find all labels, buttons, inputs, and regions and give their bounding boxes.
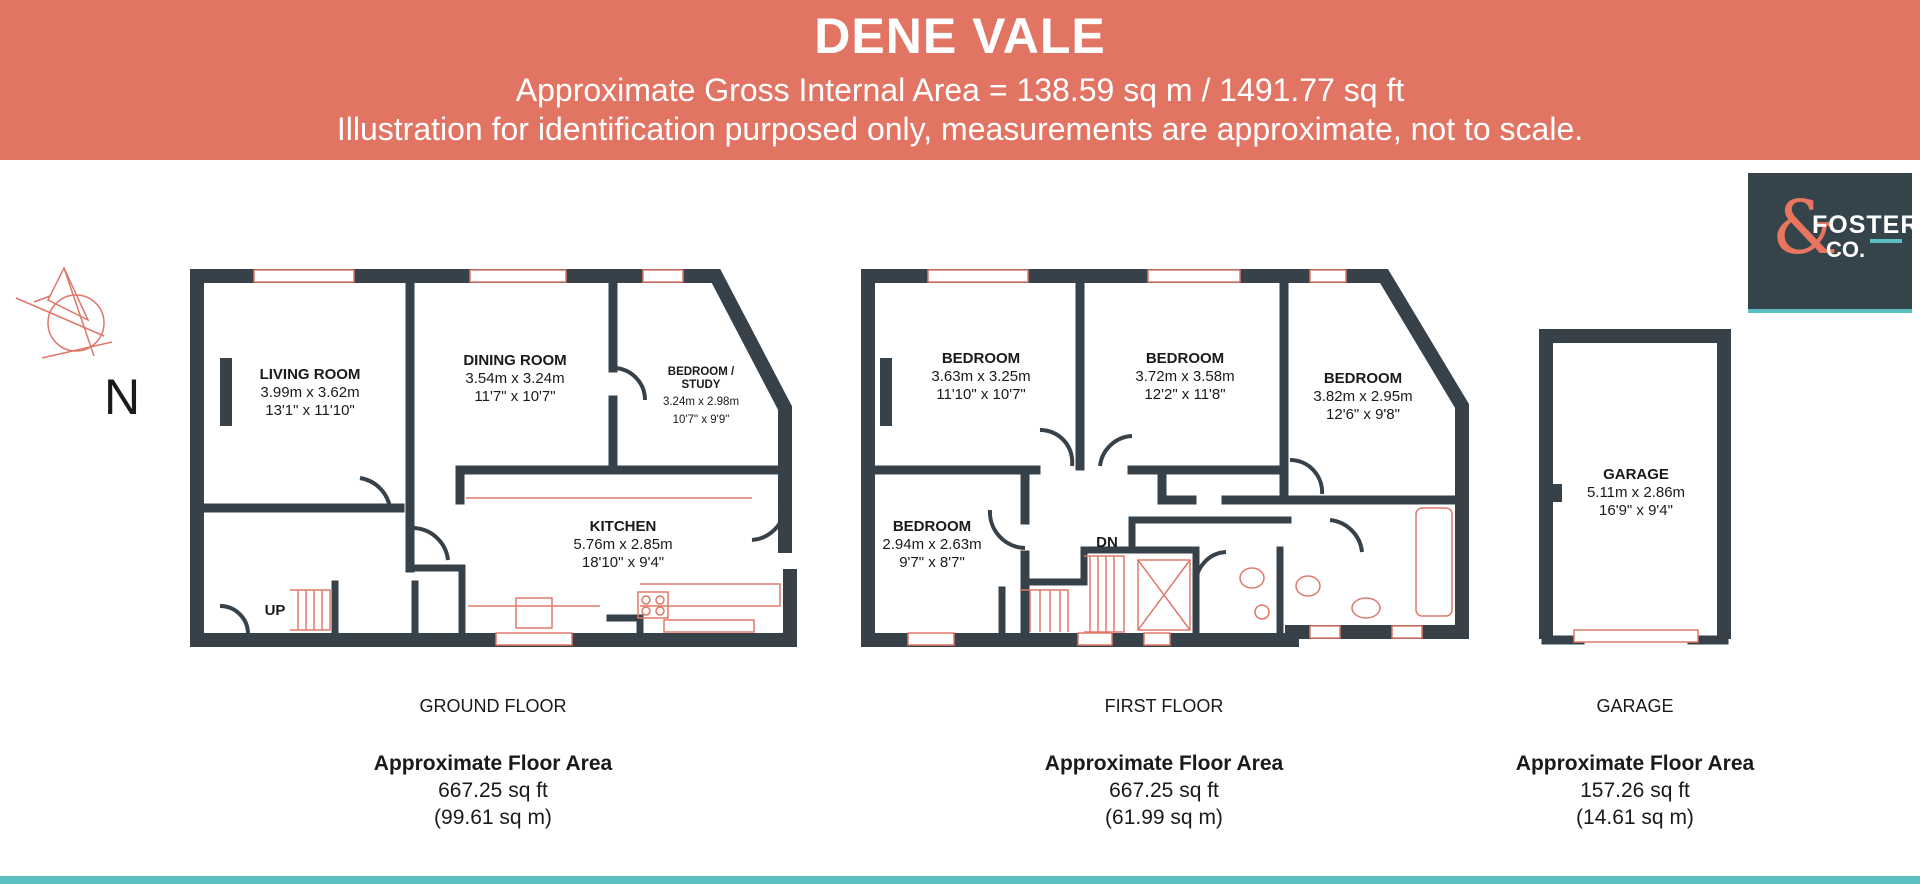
room-metric: 3.82m x 2.95m: [1313, 388, 1413, 405]
room-name: BEDROOM: [892, 518, 972, 535]
garage-plan: [1539, 329, 1731, 645]
room-name: BEDROOM: [941, 350, 1021, 367]
ampersand-icon: &: [1772, 185, 1838, 271]
room-bedroom-1: BEDROOM 3.63m x 3.25m 11'10" x 10'7": [906, 350, 1056, 404]
room-name: LIVING ROOM: [259, 366, 361, 383]
footer-accent-bar: [0, 876, 1920, 884]
room-imperial: 10'7" x 9'9": [672, 414, 730, 426]
foster-co-logo: & FOSTER CO.: [1748, 173, 1918, 313]
area-sqft: 157.26 sq ft: [1580, 779, 1690, 802]
room-name: KITCHEN: [589, 518, 657, 535]
garage-area: Approximate Floor Area 157.26 sq ft (14.…: [1475, 750, 1795, 831]
room-metric: 3.63m x 3.25m: [931, 368, 1031, 385]
property-title: DENE VALE: [814, 8, 1106, 64]
area-sqm: (61.99 sq m): [1105, 806, 1223, 829]
room-living: LIVING ROOM 3.99m x 3.62m 13'1" x 11'10": [210, 366, 410, 420]
room-metric: 3.72m x 3.58m: [1135, 368, 1235, 385]
gross-area-text: Approximate Gross Internal Area = 138.59…: [515, 72, 1405, 108]
north-label: N: [104, 369, 141, 425]
room-imperial: 11'7" x 10'7": [474, 388, 556, 405]
room-metric: 3.54m x 3.24m: [465, 370, 565, 387]
room-garage: GARAGE 5.11m x 2.86m 16'9" x 9'4": [1566, 466, 1706, 520]
room-metric: 5.76m x 2.85m: [573, 536, 673, 553]
room-name: BEDROOM: [1145, 350, 1225, 367]
room-dining: DINING ROOM 3.54m x 3.24m 11'7" x 10'7": [418, 352, 612, 406]
ground-floor-label: GROUND FLOOR: [419, 696, 567, 716]
stairs-down-label: DN: [1096, 534, 1118, 551]
logo-accent-bar: [1748, 309, 1912, 313]
room-study: BEDROOM / STUDY 3.24m x 2.98m 10'7" x 9'…: [636, 366, 766, 428]
logo-accent-dash: [1870, 239, 1902, 243]
room-kitchen: KITCHEN 5.76m x 2.85m 18'10" x 9'4": [542, 518, 704, 572]
room-imperial: 13'1" x 11'10": [265, 402, 355, 419]
room-bedroom-2: BEDROOM 3.72m x 3.58m 12'2" x 11'8": [1110, 350, 1260, 404]
ground-floor-area: Approximate Floor Area 667.25 sq ft (99.…: [333, 750, 653, 831]
area-sqm: (99.61 sq m): [434, 806, 552, 829]
area-sqft: 667.25 sq ft: [438, 779, 548, 802]
stairs-up-label: UP: [264, 602, 286, 619]
room-imperial: 16'9" x 9'4": [1599, 502, 1673, 519]
header-banner: DENE VALE Approximate Gross Internal Are…: [0, 0, 1920, 160]
room-name: DINING ROOM: [463, 352, 567, 369]
room-metric: 5.11m x 2.86m: [1586, 484, 1686, 501]
area-sqm: (14.61 sq m): [1576, 806, 1694, 829]
logo-text-co: CO.: [1826, 237, 1866, 262]
ground-floor-plan: [190, 269, 797, 647]
area-heading: Approximate Floor Area: [373, 752, 613, 775]
room-imperial: 9'7" x 8'7": [899, 554, 965, 571]
room-imperial: 12'6" x 9'8": [1326, 406, 1400, 423]
first-floor-plan: [861, 269, 1469, 647]
room-metric: 3.99m x 3.62m: [260, 384, 360, 401]
room-imperial: 11'10" x 10'7": [936, 386, 1026, 403]
disclaimer-text: Illustration for identification purposed…: [336, 111, 1584, 147]
room-imperial: 12'2" x 11'8": [1144, 386, 1226, 403]
area-heading: Approximate Floor Area: [1044, 752, 1284, 775]
garage-label: GARAGE: [1596, 696, 1674, 716]
room-bedroom-3: BEDROOM 3.82m x 2.95m 12'6" x 9'8": [1288, 370, 1438, 424]
room-metric: 3.24m x 2.98m: [662, 396, 740, 408]
logo-text-foster: FOSTER: [1812, 211, 1920, 239]
room-name-line2: STUDY: [681, 379, 721, 391]
first-floor-label: FIRST FLOOR: [1104, 696, 1224, 716]
area-sqft: 667.25 sq ft: [1109, 779, 1219, 802]
compass-icon: [15, 266, 113, 359]
first-floor-area: Approximate Floor Area 667.25 sq ft (61.…: [1004, 750, 1324, 831]
room-imperial: 18'10" x 9'4": [581, 554, 665, 571]
room-metric: 2.94m x 2.63m: [882, 536, 982, 553]
room-bedroom-4: BEDROOM 2.94m x 2.63m 9'7" x 8'7": [872, 518, 992, 572]
room-name: BEDROOM: [1323, 370, 1403, 387]
room-name: BEDROOM /: [667, 366, 735, 378]
room-name: GARAGE: [1603, 466, 1669, 483]
area-heading: Approximate Floor Area: [1515, 752, 1755, 775]
